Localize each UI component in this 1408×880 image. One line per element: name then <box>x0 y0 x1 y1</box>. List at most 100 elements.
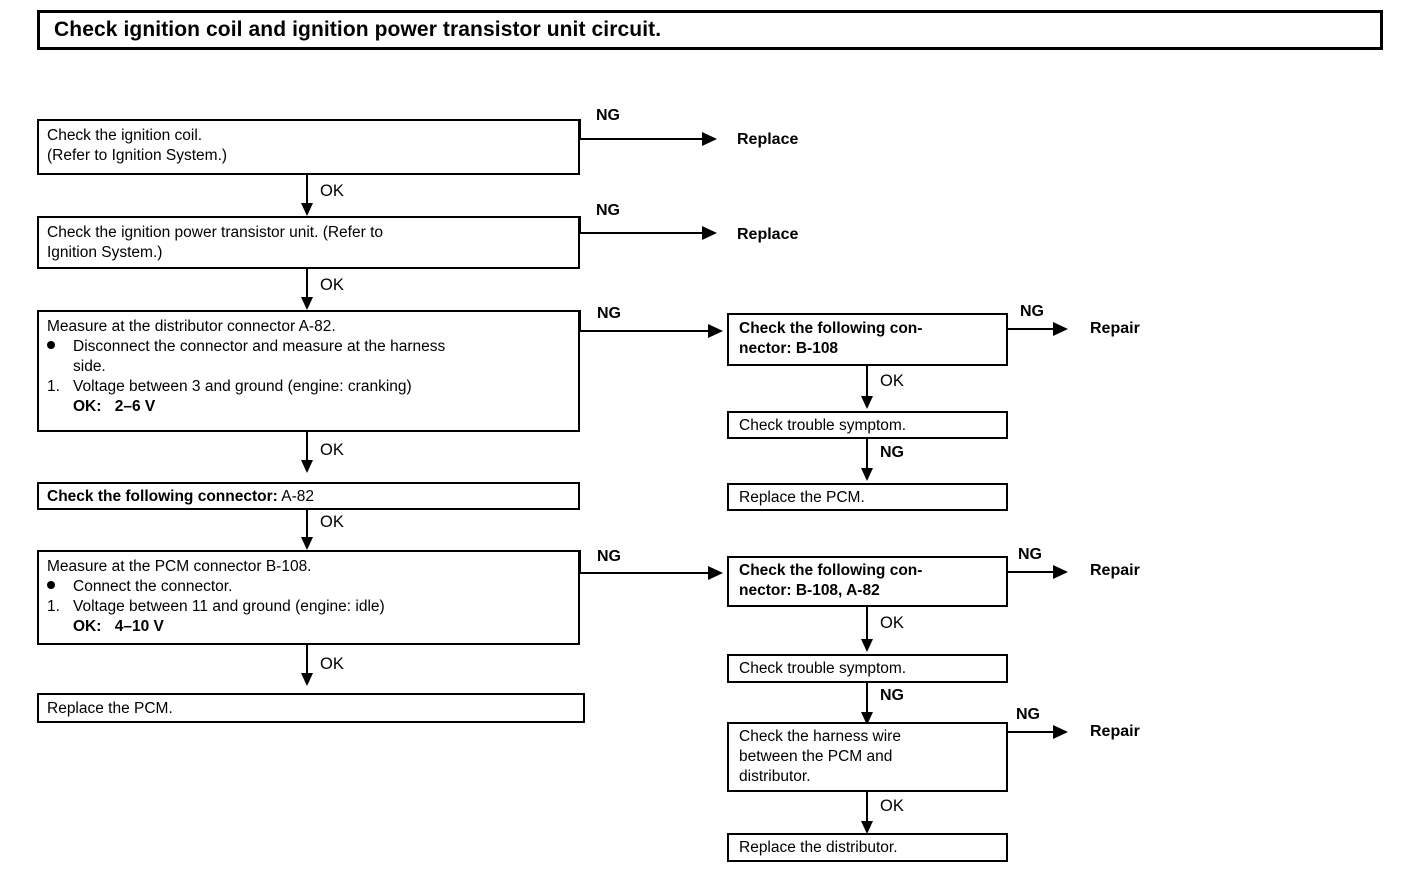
bullet-dot-icon <box>47 581 55 589</box>
terminal-repair-3: Repair <box>1090 723 1140 740</box>
step-check-connector-a82[interactable]: Check the following connector: A-82 <box>37 482 580 510</box>
edge-label-ok-1: OK <box>320 182 344 200</box>
step-measure-pcm-connector[interactable]: Measure at the PCM connector B-108. Conn… <box>37 550 580 645</box>
step-check-harness-wire[interactable]: Check the harness wire between the PCM a… <box>727 722 1008 792</box>
edge-label-ok-7: OK <box>880 614 904 632</box>
step-check-connector-b108-upper-text: Check the following con- nector: B-108 <box>729 315 1006 363</box>
line-1: Check the harness wire <box>739 728 901 745</box>
step-measure-pcm-text: Measure at the PCM connector B-108. Conn… <box>39 552 578 641</box>
edge-label-ok-4: OK <box>320 513 344 531</box>
step-check-connector-b108-a82-lower[interactable]: Check the following con- nector: B-108, … <box>727 556 1008 607</box>
ok-edge-1-line <box>306 175 308 205</box>
edge-label-ok-2: OK <box>320 276 344 294</box>
step-check-connector-b108-a82-lower-text: Check the following con- nector: B-108, … <box>729 558 1006 605</box>
ng-branch-5-arrowhead <box>1053 322 1068 336</box>
ng-branch-5-line <box>1006 328 1056 330</box>
ok-edge-5-arrowhead <box>301 673 313 686</box>
bullet-row: Connect the connector. <box>47 577 570 597</box>
ok-edge-6-arrowhead <box>861 396 873 409</box>
ng-branch-4-arrowhead <box>708 566 723 580</box>
terminal-repair-2: Repair <box>1090 562 1140 579</box>
ng-branch-5-stub <box>1006 313 1008 330</box>
ok-edge-7-line <box>866 607 868 640</box>
line-2: Ignition System.) <box>47 244 163 261</box>
ng-branch-3-line <box>579 330 710 332</box>
ok-spec-label: OK: <box>73 618 102 635</box>
ng-branch-3-arrowhead <box>708 324 723 338</box>
ng-branch-6-stub <box>1006 556 1008 573</box>
ok-edge-3-line <box>306 432 308 462</box>
step-check-power-transistor-text: Check the ignition power transistor unit… <box>39 218 578 267</box>
step-row: 1. Voltage between 3 and ground (engine:… <box>47 377 570 397</box>
ok-spec-label: OK: <box>73 398 102 415</box>
ng-branch-1-arrowhead <box>702 132 717 146</box>
edge-label-ng-8: NG <box>880 687 904 704</box>
terminal-replace-2: Replace <box>737 226 799 243</box>
ng-branch-1-stub <box>579 119 581 139</box>
step-marker: 1. <box>47 598 60 615</box>
ng-edge-6-line <box>866 439 868 471</box>
step-check-ignition-coil[interactable]: Check the ignition coil. (Refer to Ignit… <box>37 119 580 175</box>
ok-spec-row: OK: 4–10 V <box>47 617 570 637</box>
measure-title: Measure at the distributor connector A-8… <box>47 318 336 335</box>
edge-label-ng-2: NG <box>596 202 620 219</box>
step-check-ignition-coil-text: Check the ignition coil. (Refer to Ignit… <box>39 121 578 170</box>
connector-check-value: A-82 <box>281 488 314 505</box>
page-title: Check ignition coil and ignition power t… <box>54 18 662 41</box>
edge-label-ng-5: NG <box>1020 303 1044 320</box>
line-2: nector: B-108, A-82 <box>739 582 880 599</box>
bullet-row: Disconnect the connector and measure at … <box>47 337 570 357</box>
ok-edge-2-line <box>306 269 308 299</box>
ok-edge-2-arrowhead <box>301 297 313 310</box>
ok-edge-8-arrowhead <box>861 821 873 834</box>
ok-edge-6-line <box>866 366 868 398</box>
ng-branch-7-arrowhead <box>1053 725 1068 739</box>
line-2: nector: B-108 <box>739 340 839 357</box>
step-replace-pcm-right[interactable]: Replace the PCM. <box>727 483 1008 511</box>
line-3: distributor. <box>739 768 811 785</box>
ng-branch-3-stub <box>579 310 581 332</box>
ok-spec-row: OK: 2–6 V <box>47 397 570 417</box>
ok-edge-1-arrowhead <box>301 203 313 216</box>
terminal-repair-1: Repair <box>1090 320 1140 337</box>
ng-branch-7-line <box>1006 731 1056 733</box>
bullet-text-line-1: Disconnect the connector and measure at … <box>73 338 446 355</box>
ng-branch-2-arrowhead <box>702 226 717 240</box>
edge-label-ng-3: NG <box>597 305 621 322</box>
edge-label-ng-9: NG <box>1016 706 1040 723</box>
step-row: 1. Voltage between 11 and ground (engine… <box>47 597 570 617</box>
step-replace-pcm-right-text: Replace the PCM. <box>739 489 865 506</box>
edge-label-ok-6: OK <box>880 372 904 390</box>
line-1: Check the following con- <box>739 320 923 337</box>
edge-label-ng-7: NG <box>1018 546 1042 563</box>
step-check-trouble-symptom-lower[interactable]: Check trouble symptom. <box>727 654 1008 683</box>
ng-branch-1-line <box>579 138 706 140</box>
line-1: Check the ignition coil. <box>47 127 203 144</box>
step-marker: 1. <box>47 378 60 395</box>
step-measure-distributor-connector[interactable]: Measure at the distributor connector A-8… <box>37 310 580 432</box>
step-replace-distributor-text: Replace the distributor. <box>739 839 898 856</box>
step-text: Voltage between 3 and ground (engine: cr… <box>73 378 412 395</box>
step-replace-distributor[interactable]: Replace the distributor. <box>727 833 1008 862</box>
step-check-connector-b108-upper[interactable]: Check the following con- nector: B-108 <box>727 313 1008 366</box>
line-1: Check the following con- <box>739 562 923 579</box>
ng-branch-4-stub <box>579 550 581 574</box>
measure-title: Measure at the PCM connector B-108. <box>47 558 312 575</box>
ng-edge-7-line <box>866 683 868 717</box>
ok-spec-value: 4–10 V <box>114 618 164 635</box>
ng-branch-2-stub <box>579 216 581 234</box>
step-replace-pcm-left-text: Replace the PCM. <box>47 700 173 717</box>
ng-branch-6-line <box>1006 571 1056 573</box>
step-check-power-transistor[interactable]: Check the ignition power transistor unit… <box>37 216 580 269</box>
ng-edge-6-arrowhead <box>861 468 873 481</box>
ok-edge-4-arrowhead <box>301 537 313 550</box>
ok-edge-4-line <box>306 510 308 539</box>
step-replace-pcm-left[interactable]: Replace the PCM. <box>37 693 585 723</box>
edge-label-ng-6: NG <box>880 444 904 461</box>
ng-edge-7-arrowhead <box>861 712 873 725</box>
ok-spec-value: 2–6 V <box>114 398 156 415</box>
bullet-text-line-1: Connect the connector. <box>73 578 233 595</box>
step-text: Voltage between 11 and ground (engine: i… <box>73 598 385 615</box>
step-check-trouble-symptom-upper[interactable]: Check trouble symptom. <box>727 411 1008 439</box>
